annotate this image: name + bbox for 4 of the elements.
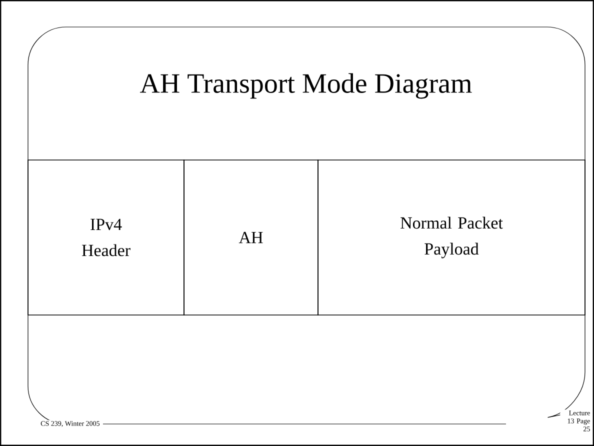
packet-field-box: Normal Packet Payload (318, 160, 586, 316)
slide-title: AH Transport Mode Diagram (140, 73, 472, 99)
packet-field-box: AH (184, 160, 318, 316)
packet-field-box: IPv4 Header (28, 160, 184, 316)
